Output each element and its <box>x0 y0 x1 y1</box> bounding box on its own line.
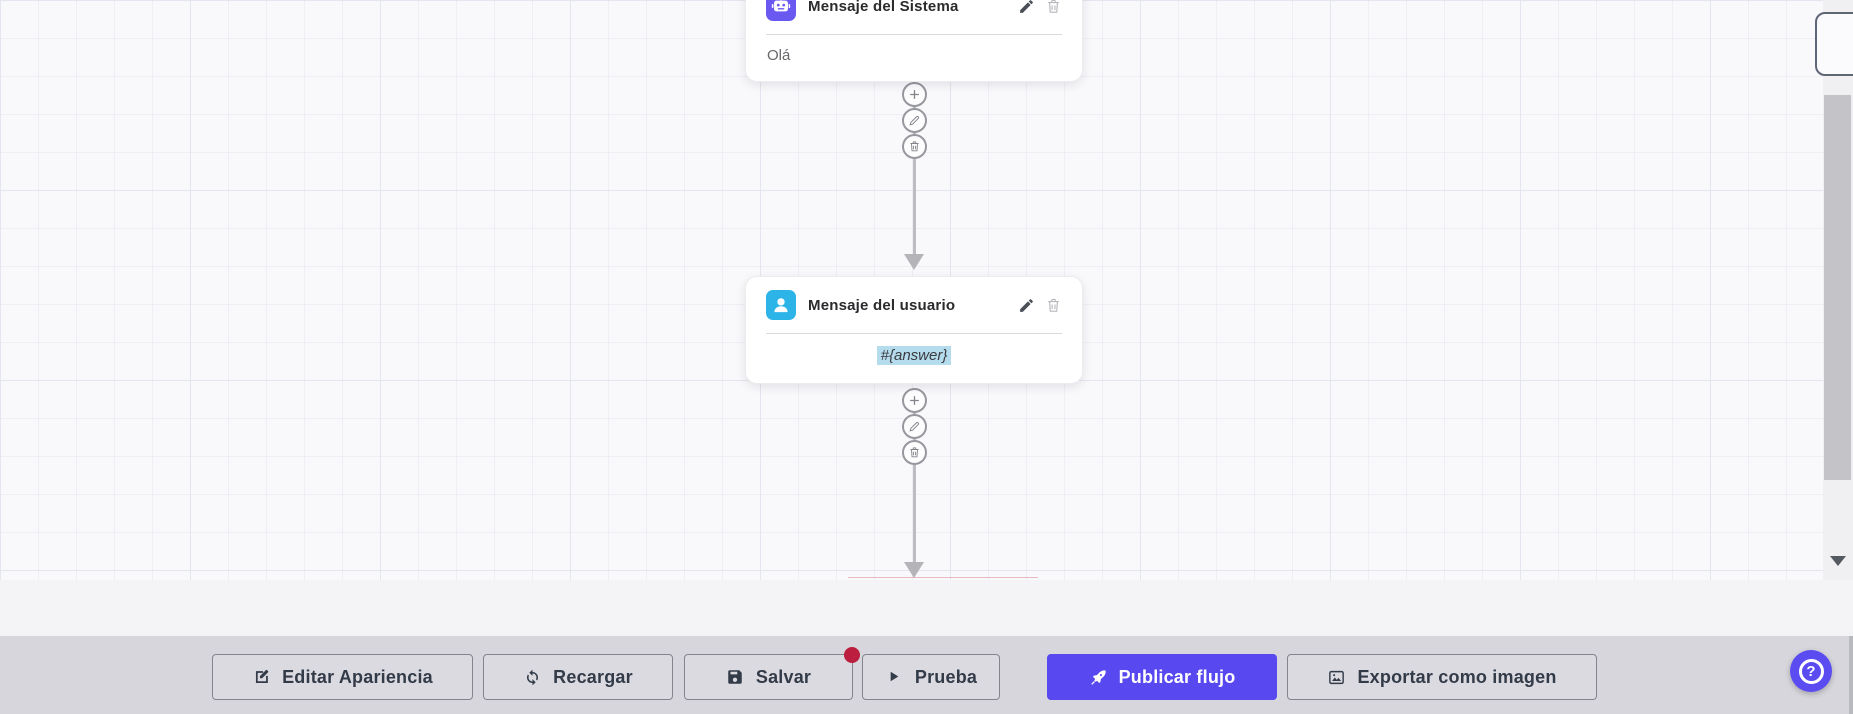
vertical-scrollbar[interactable] <box>1823 0 1853 580</box>
edit-step-button[interactable] <box>902 108 927 133</box>
node-divider <box>766 333 1062 334</box>
button-label: Editar Apariencia <box>282 666 433 687</box>
connector-arrowhead <box>904 562 924 578</box>
question-mark-icon: ? <box>1798 658 1824 684</box>
bottom-toolbar: Editar Apariencia Recargar Salvar Prueba… <box>0 636 1853 714</box>
node-actions <box>1018 297 1062 314</box>
trash-icon <box>910 141 919 152</box>
plus-icon <box>910 90 919 99</box>
scrollbar-down-arrow[interactable] <box>1830 556 1846 566</box>
edit-appearance-icon <box>252 668 271 687</box>
play-icon <box>885 668 904 687</box>
button-label: Exportar como imagen <box>1357 666 1557 687</box>
plus-icon <box>910 396 919 405</box>
connector-actions <box>902 388 927 465</box>
footer-scrollbar-edge <box>1849 636 1853 714</box>
help-button[interactable]: ? <box>1790 650 1832 692</box>
connector-actions <box>902 82 927 159</box>
offscreen-panel <box>1815 12 1853 76</box>
node-user-message[interactable]: Mensaje del usuario #{answer} <box>745 276 1083 384</box>
connector-arrowhead <box>904 254 924 270</box>
answer-variable-chip: #{answer} <box>876 346 952 365</box>
test-button[interactable]: Prueba <box>862 654 1000 700</box>
node-body-text: Olá <box>767 47 791 64</box>
unsaved-changes-badge <box>844 647 860 663</box>
pencil-icon <box>909 115 920 126</box>
connector-line <box>913 78 916 258</box>
node-body: #{answer} <box>746 334 1082 383</box>
offscreen-node-edge <box>848 577 1038 578</box>
flow-canvas[interactable]: Mensaje del Sistema Olá Mensaje del usu <box>0 0 1853 580</box>
node-divider <box>766 34 1062 35</box>
node-actions <box>1018 0 1062 15</box>
refresh-icon <box>523 668 542 687</box>
delete-step-button[interactable] <box>902 440 927 465</box>
pencil-icon <box>1020 0 1033 13</box>
edit-step-button[interactable] <box>902 414 927 439</box>
footer-strip <box>0 580 1853 636</box>
publish-flow-button[interactable]: Publicar flujo <box>1047 654 1277 700</box>
trash-icon <box>910 447 919 458</box>
button-label: Publicar flujo <box>1118 666 1236 687</box>
node-header: Mensaje del Sistema <box>746 0 1082 34</box>
button-label: Prueba <box>914 666 978 687</box>
robot-icon <box>766 0 796 21</box>
export-image-button[interactable]: Exportar como imagen <box>1287 654 1597 700</box>
delete-node-button[interactable] <box>1045 0 1062 15</box>
node-title: Mensaje del usuario <box>808 296 956 314</box>
pencil-icon <box>909 421 920 432</box>
save-icon <box>726 668 745 687</box>
delete-step-button[interactable] <box>902 134 927 159</box>
edit-appearance-button[interactable]: Editar Apariencia <box>212 654 473 700</box>
rocket-icon <box>1089 668 1108 687</box>
connector-line <box>913 388 916 564</box>
trash-icon <box>1048 298 1059 312</box>
edit-node-button[interactable] <box>1018 297 1035 314</box>
node-header: Mensaje del usuario <box>746 277 1082 333</box>
node-title: Mensaje del Sistema <box>808 0 959 15</box>
trash-icon <box>1048 0 1059 13</box>
user-icon <box>766 290 796 320</box>
pencil-icon <box>1020 298 1033 312</box>
delete-node-button[interactable] <box>1045 297 1062 314</box>
save-button[interactable]: Salvar <box>684 647 860 700</box>
node-system-message[interactable]: Mensaje del Sistema Olá <box>745 0 1083 82</box>
reload-button[interactable]: Recargar <box>483 654 673 700</box>
button-label: Salvar <box>755 666 812 687</box>
image-icon <box>1327 668 1346 687</box>
scrollbar-thumb[interactable] <box>1824 95 1851 480</box>
button-label: Recargar <box>553 666 633 687</box>
add-step-button[interactable] <box>902 388 927 413</box>
add-step-button[interactable] <box>902 82 927 107</box>
edit-node-button[interactable] <box>1018 0 1035 15</box>
